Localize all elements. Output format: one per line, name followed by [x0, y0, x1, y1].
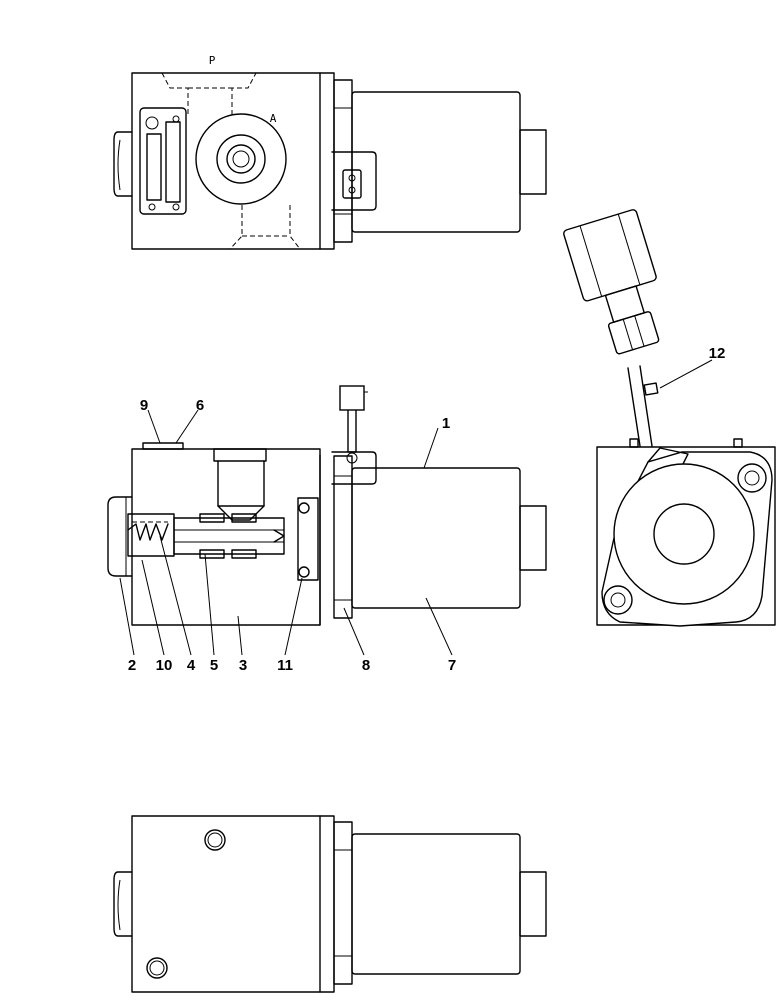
section-view: 9 6 1 2 10 4 5 3 11 8 7: [107, 385, 547, 674]
callout-11: 11: [277, 657, 293, 674]
callout-3: 3: [239, 657, 247, 674]
callout-12: 12: [709, 345, 726, 362]
port-p-label: P: [209, 54, 216, 67]
callout-9: 9: [140, 397, 148, 414]
port-a-label: A: [270, 112, 277, 125]
side-view: 12: [563, 209, 776, 627]
top-view: P A: [113, 54, 547, 250]
callout-6: 6: [196, 397, 204, 414]
callout-4: 4: [187, 657, 196, 674]
callout-1: 1: [442, 415, 450, 432]
bottom-view: [113, 815, 547, 993]
callout-8: 8: [362, 657, 370, 674]
callout-2: 2: [128, 657, 136, 674]
callout-7: 7: [448, 657, 456, 674]
callout-10: 10: [156, 657, 173, 674]
callout-5: 5: [210, 657, 218, 674]
